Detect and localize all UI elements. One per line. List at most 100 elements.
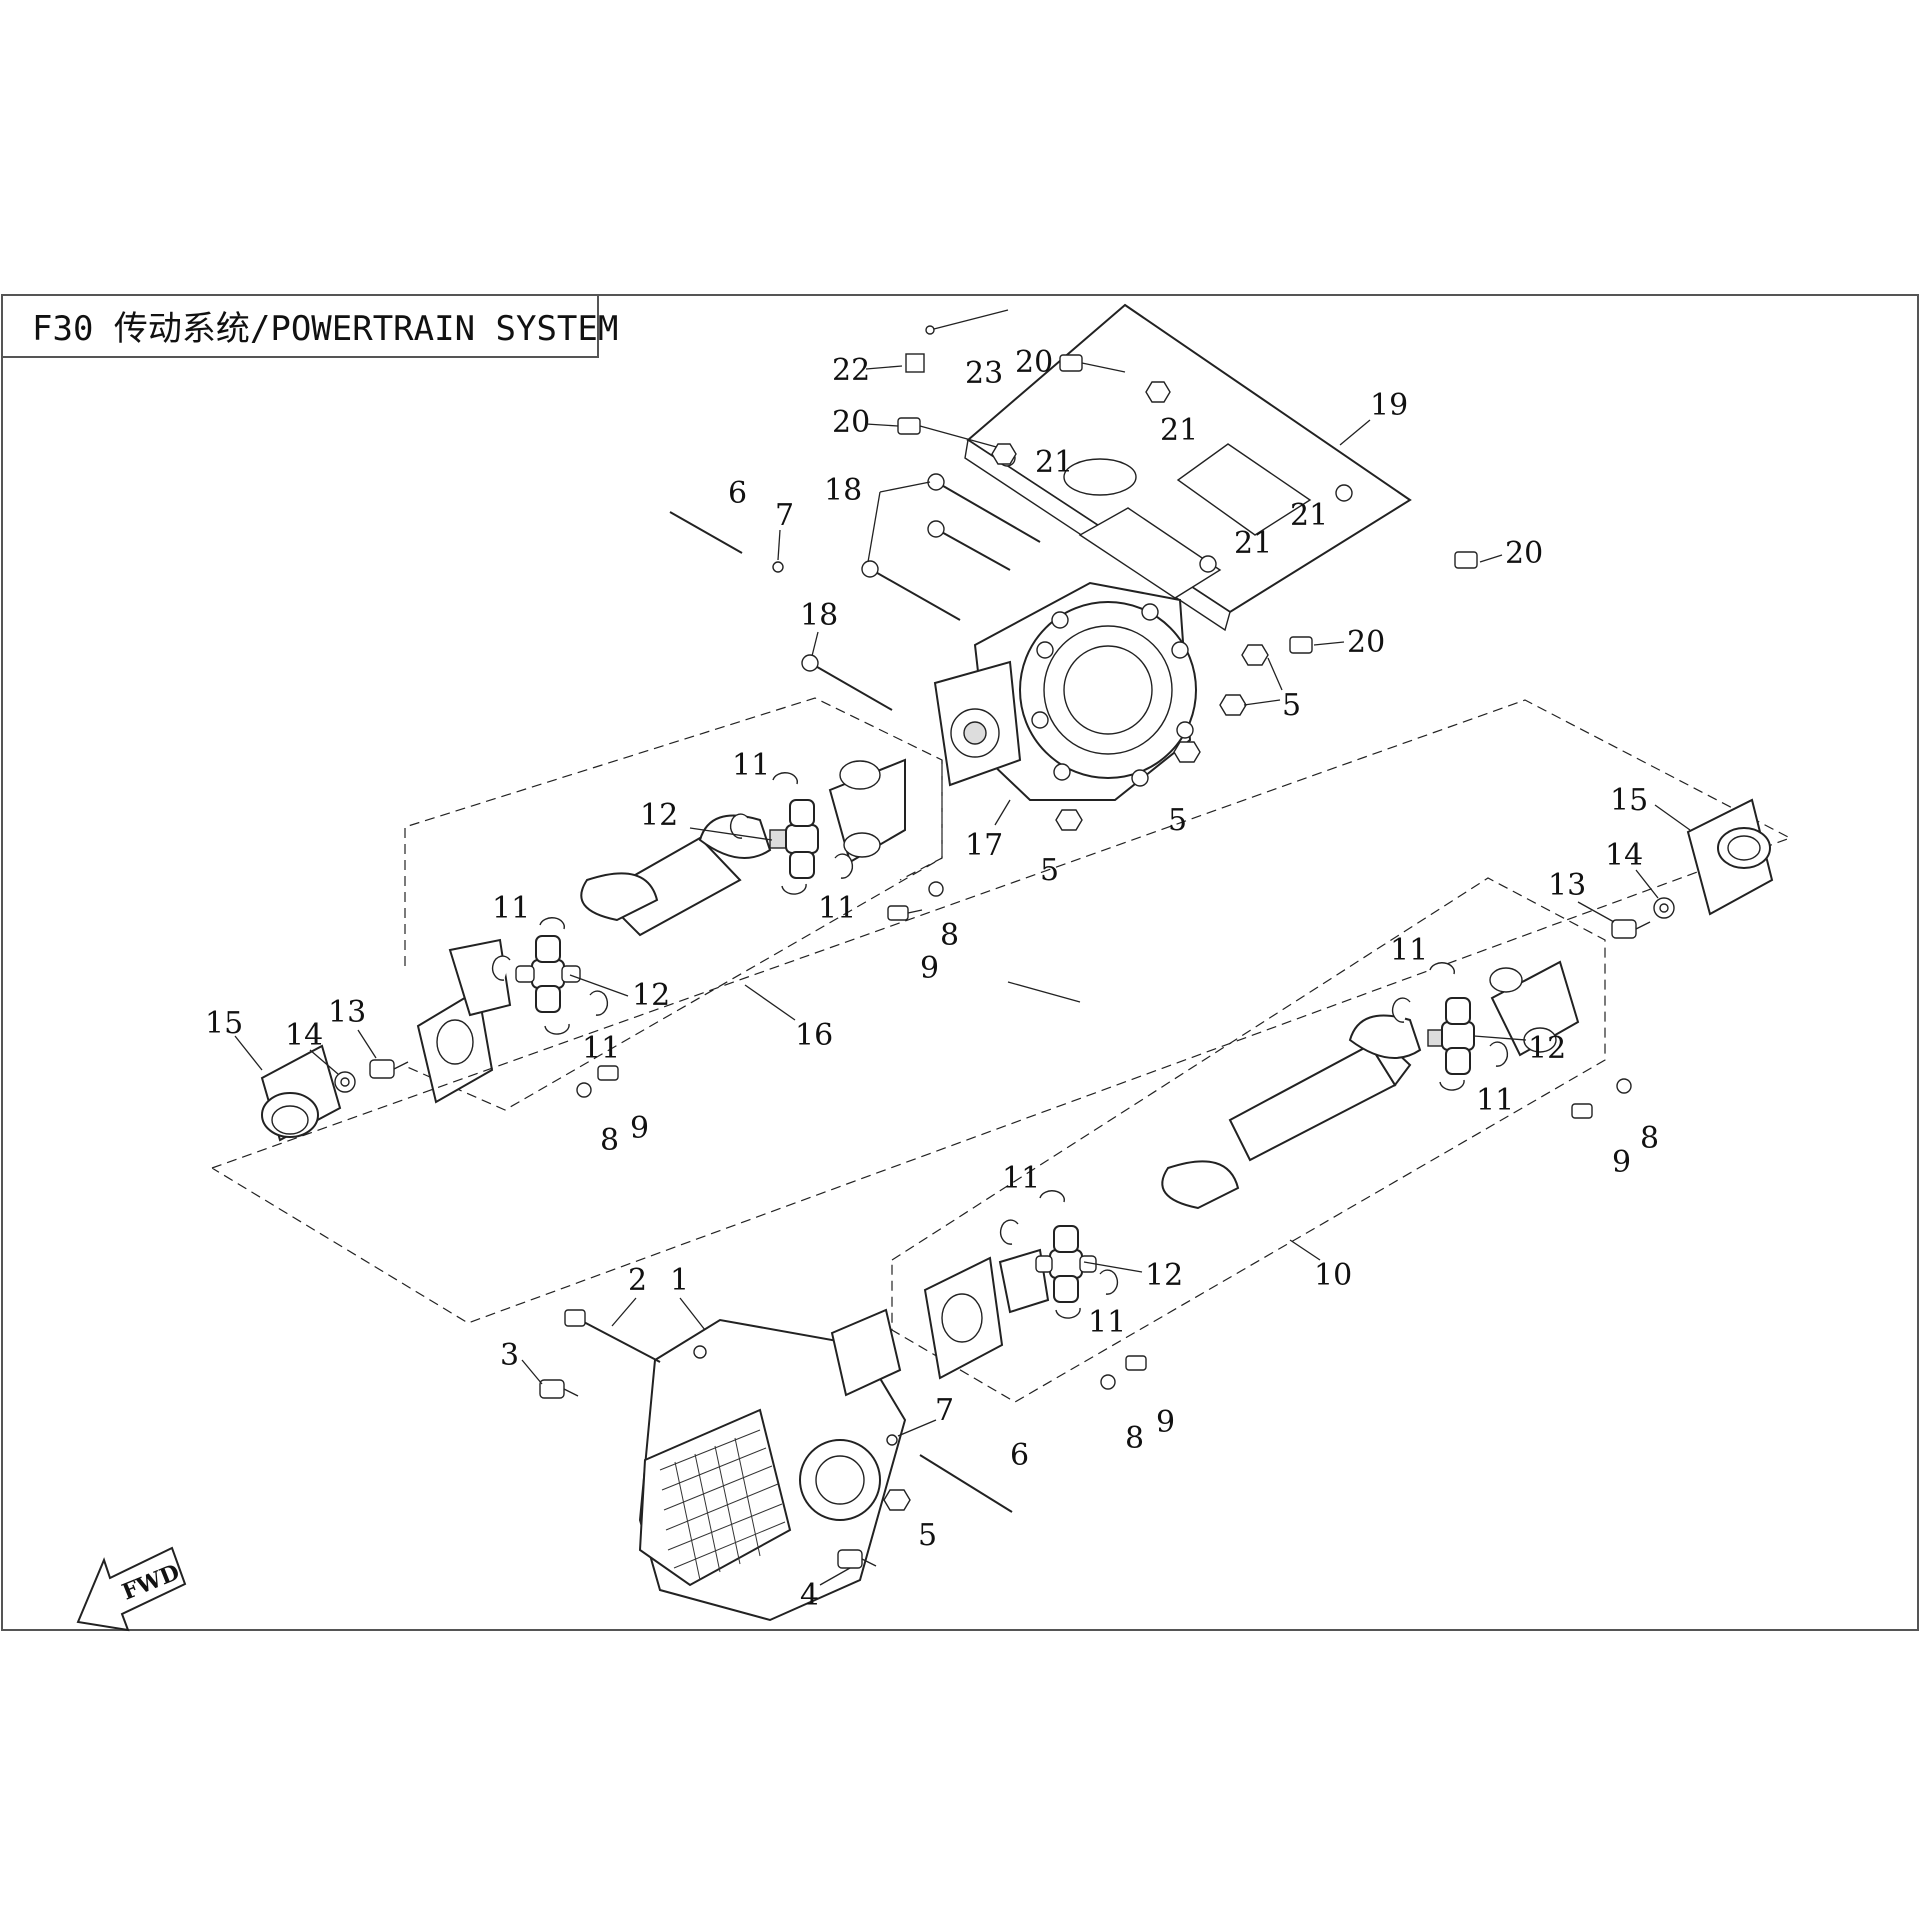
- bolt-9: [887, 905, 923, 921]
- circlip-11: [1099, 1269, 1119, 1295]
- callout-11: 11: [818, 891, 856, 926]
- callout-8: 8: [600, 1123, 619, 1158]
- clip-7-front: [886, 1434, 898, 1446]
- u-joint-cross-12: [1035, 1225, 1097, 1303]
- callout-9: 9: [630, 1111, 649, 1146]
- callout-15: 15: [1610, 783, 1648, 818]
- u-joint-cross-12: [769, 799, 819, 879]
- fwd-arrow-icon: FWD: [76, 1546, 187, 1632]
- propshaft-10-outline: [891, 877, 1606, 1403]
- clip-7-rear: [772, 561, 784, 573]
- front-differential: [638, 1308, 907, 1622]
- callout-7: 7: [775, 498, 794, 533]
- callout-20: 20: [1505, 536, 1543, 571]
- callout-8: 8: [1125, 1421, 1144, 1456]
- callouts: 22 23 20 20 21 19 21 21 21 20 20 18 6 7 …: [205, 345, 1691, 1613]
- long-bolt-18-d: [801, 654, 893, 711]
- callout-22: 22: [832, 353, 870, 388]
- flange-15-left: [260, 1044, 342, 1142]
- callout-20: 20: [1015, 345, 1053, 380]
- flange-yoke: [416, 938, 512, 1104]
- nut-5: [1055, 809, 1083, 831]
- rod-6-rear: [669, 511, 743, 554]
- callout-11: 11: [1476, 1083, 1514, 1118]
- bolt-20-c: [1454, 551, 1478, 569]
- washer-14-left: [334, 1071, 356, 1093]
- circlip-11: [1055, 1307, 1081, 1319]
- circlip-11: [1489, 1041, 1509, 1067]
- callout-11: 11: [1002, 1161, 1040, 1196]
- callout-9: 9: [1612, 1145, 1631, 1180]
- title-block: [1, 294, 599, 358]
- washer-8: [928, 881, 944, 897]
- bracket-22: [905, 353, 925, 373]
- circlip-11: [1391, 997, 1411, 1023]
- circlip-11: [1439, 1079, 1465, 1091]
- bolt-9: [1571, 1103, 1593, 1119]
- callout-9: 9: [1156, 1405, 1175, 1440]
- circlip-11: [1039, 1190, 1065, 1203]
- callout-15: 15: [205, 1006, 243, 1041]
- callout-11: 11: [492, 891, 530, 926]
- callout-23: 23: [965, 356, 1003, 391]
- washer-14-right: [1653, 897, 1675, 919]
- callout-12: 12: [1528, 1031, 1566, 1066]
- circlip-11: [999, 1219, 1019, 1245]
- bolt-4: [837, 1549, 877, 1569]
- front-propshaft: [1161, 960, 1580, 1210]
- callout-5: 5: [918, 1518, 937, 1553]
- callout-20: 20: [1347, 625, 1385, 660]
- u-joint-cross-12: [1427, 997, 1475, 1075]
- circlip-11: [544, 1023, 570, 1035]
- callout-12: 12: [632, 978, 670, 1013]
- bolt-9: [1125, 1355, 1147, 1371]
- long-bolt-18-c: [861, 560, 961, 621]
- callout-21: 21: [1035, 445, 1073, 480]
- nut-21: [1145, 381, 1171, 403]
- page-title: F30 传动系统/POWERTRAIN SYSTEM: [32, 309, 618, 349]
- callout-17: 17: [965, 828, 1003, 863]
- nut-5: [883, 1489, 911, 1511]
- callout-8: 8: [940, 918, 959, 953]
- callout-2: 2: [628, 1263, 647, 1298]
- callout-18: 18: [824, 473, 862, 508]
- bolt-3: [539, 1379, 579, 1399]
- callout-5: 5: [1168, 803, 1187, 838]
- circlip-11: [539, 917, 565, 930]
- bolt-13-left: [369, 1059, 409, 1079]
- callout-20: 20: [832, 405, 870, 440]
- callout-13: 13: [328, 995, 366, 1030]
- long-bolt-18-b: [927, 520, 1011, 571]
- circlip-11: [491, 955, 511, 981]
- bolt-20-a: [1059, 354, 1126, 373]
- callout-13: 13: [1548, 868, 1586, 903]
- circlip-11: [1429, 962, 1455, 975]
- callout-11: 11: [732, 748, 770, 783]
- callout-21: 21: [1290, 498, 1328, 533]
- circlip-11: [772, 772, 798, 785]
- washer-8: [576, 1082, 592, 1098]
- callout-1: 1: [670, 1263, 689, 1298]
- callout-19: 19: [1370, 388, 1408, 423]
- callout-7: 7: [935, 1393, 954, 1428]
- tie-wire-23: [925, 309, 1009, 335]
- bolt-9: [597, 1065, 619, 1081]
- circlip-11: [834, 853, 854, 879]
- flange-15-right: [1686, 798, 1774, 916]
- drawing-frame: [1, 294, 1919, 1631]
- callout-8: 8: [1640, 1121, 1659, 1156]
- skid-plate: [964, 303, 1412, 632]
- callout-4: 4: [800, 1578, 819, 1613]
- callout-10: 10: [1314, 1258, 1352, 1293]
- bolt-13-right: [1611, 919, 1651, 939]
- callout-18: 18: [800, 598, 838, 633]
- rear-propshaft: [580, 758, 906, 937]
- rod-6-front: [919, 1454, 1013, 1513]
- nut-5: [1219, 694, 1247, 716]
- callout-14: 14: [285, 1018, 323, 1053]
- callout-11: 11: [1088, 1305, 1126, 1340]
- callout-5: 5: [1282, 688, 1301, 723]
- nut-21: [991, 443, 1017, 465]
- nut-5: [1241, 644, 1269, 666]
